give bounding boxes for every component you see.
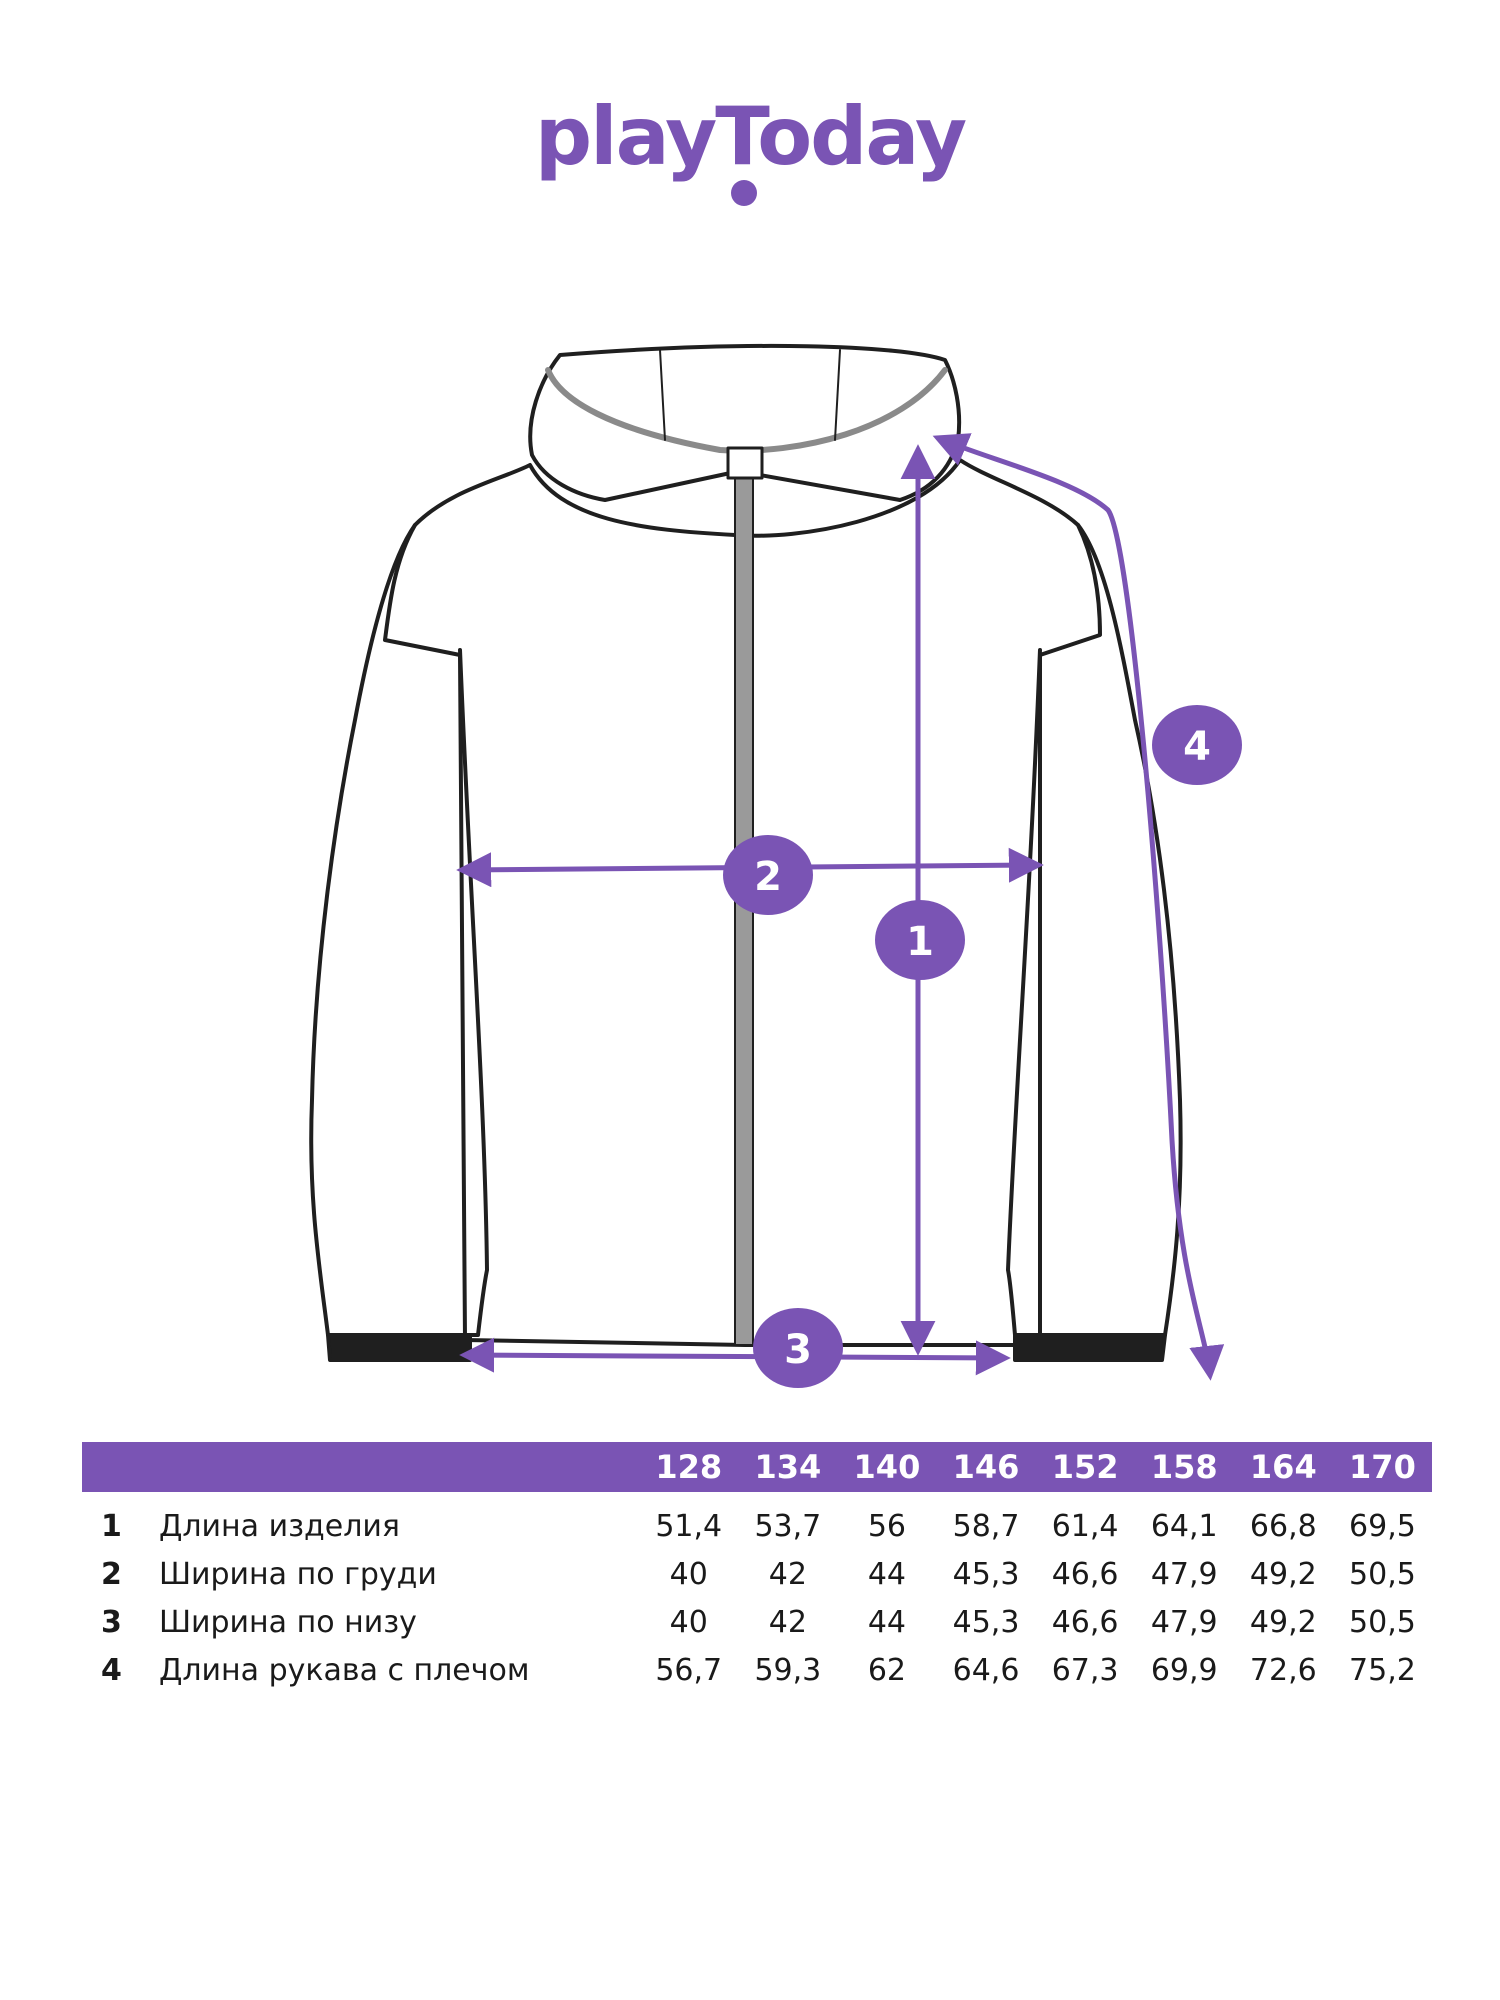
cell-value: 50,5 bbox=[1349, 1604, 1416, 1640]
marker-3: 3 bbox=[753, 1308, 843, 1388]
size-header-row: 128 134 140 146 152 158 164 170 bbox=[82, 1442, 1432, 1492]
cell-value: 53,7 bbox=[754, 1508, 822, 1544]
cell-value: 62 bbox=[867, 1652, 907, 1688]
cell-value: 45,3 bbox=[952, 1556, 1020, 1592]
table-row: 3 Ширина по низу 40 42 44 45,3 46,6 47,9… bbox=[82, 1598, 1432, 1646]
row-number: 2 bbox=[101, 1556, 122, 1592]
jacket-diagram: 1 2 3 4 bbox=[309, 343, 1242, 1388]
size-chart-table: 128 134 140 146 152 158 164 170 1 Длина … bbox=[82, 1442, 1432, 1694]
cell-value: 51,4 bbox=[655, 1508, 723, 1544]
cell-value: 69,5 bbox=[1349, 1508, 1416, 1544]
left-cuff bbox=[326, 1333, 472, 1362]
size-header: 140 bbox=[837, 1442, 937, 1492]
cell-value: 49,2 bbox=[1249, 1604, 1317, 1640]
marker-3-label: 3 bbox=[784, 1327, 812, 1373]
cell-value: 72,6 bbox=[1249, 1652, 1317, 1688]
cell-value: 42 bbox=[768, 1604, 807, 1640]
measurement-lines bbox=[456, 433, 1225, 1381]
zipper-pull bbox=[726, 446, 764, 480]
cell-value: 44 bbox=[867, 1604, 907, 1640]
table-row: 4 Длина рукава с плечом 56,7 59,3 62 64,… bbox=[82, 1646, 1432, 1694]
left-sleeve bbox=[309, 523, 489, 1337]
marker-2: 2 bbox=[723, 835, 813, 915]
cell-value: 58,7 bbox=[952, 1508, 1020, 1544]
marker-2-label: 2 bbox=[754, 854, 782, 900]
cell-value: 64,6 bbox=[952, 1652, 1020, 1688]
right-sleeve bbox=[1006, 523, 1183, 1337]
cell-value: 69,9 bbox=[1150, 1652, 1218, 1688]
row-label: Длина рукава с плечом bbox=[158, 1652, 530, 1688]
cell-value: 47,9 bbox=[1150, 1604, 1218, 1640]
header-blank bbox=[82, 1442, 141, 1492]
row-label: Ширина по низу bbox=[158, 1604, 417, 1640]
right-cuff bbox=[1013, 1333, 1167, 1362]
cell-value: 47,9 bbox=[1150, 1556, 1218, 1592]
cell-value: 66,8 bbox=[1249, 1508, 1317, 1544]
size-header: 170 bbox=[1332, 1442, 1432, 1492]
cell-value: 59,3 bbox=[754, 1652, 822, 1688]
cell-value: 56 bbox=[867, 1508, 907, 1544]
hood-rim bbox=[545, 367, 948, 454]
marker-1: 1 bbox=[875, 900, 965, 980]
cell-value: 49,2 bbox=[1249, 1556, 1317, 1592]
row-label: Ширина по груди bbox=[158, 1556, 437, 1592]
measure-line-3 bbox=[459, 1337, 1011, 1376]
size-header: 128 bbox=[639, 1442, 739, 1492]
logo-text: playToday bbox=[534, 90, 967, 183]
cell-value: 44 bbox=[867, 1556, 907, 1592]
size-header: 152 bbox=[1035, 1442, 1135, 1492]
cell-value: 46,6 bbox=[1051, 1556, 1119, 1592]
table-row: 2 Ширина по груди 40 42 44 45,3 46,6 47,… bbox=[82, 1550, 1432, 1598]
size-header: 134 bbox=[738, 1442, 838, 1492]
cell-value: 67,3 bbox=[1051, 1652, 1119, 1688]
row-number: 4 bbox=[101, 1652, 122, 1688]
measure-line-4 bbox=[932, 433, 1225, 1381]
cell-value: 45,3 bbox=[952, 1604, 1020, 1640]
size-header: 164 bbox=[1233, 1442, 1333, 1492]
marker-4-label: 4 bbox=[1183, 724, 1211, 770]
logo-dot bbox=[731, 180, 757, 206]
marker-4: 4 bbox=[1152, 705, 1242, 785]
cell-value: 64,1 bbox=[1150, 1508, 1218, 1544]
cell-value: 61,4 bbox=[1051, 1508, 1119, 1544]
row-number: 3 bbox=[101, 1604, 122, 1640]
header-blank-label bbox=[140, 1442, 640, 1492]
cell-value: 42 bbox=[768, 1556, 807, 1592]
hood-seam bbox=[659, 349, 841, 441]
cell-value: 50,5 bbox=[1349, 1556, 1416, 1592]
table-row: 1 Длина изделия 51,4 53,7 56 58,7 61,4 6… bbox=[82, 1492, 1432, 1550]
cell-value: 40 bbox=[669, 1556, 708, 1592]
cell-value: 46,6 bbox=[1051, 1604, 1119, 1640]
size-header: 146 bbox=[936, 1442, 1036, 1492]
cell-value: 40 bbox=[669, 1604, 708, 1640]
row-number: 1 bbox=[101, 1508, 122, 1544]
cell-value: 56,7 bbox=[655, 1652, 723, 1688]
cell-value: 75,2 bbox=[1349, 1652, 1416, 1688]
marker-1-label: 1 bbox=[906, 919, 934, 965]
row-label: Длина изделия bbox=[158, 1508, 400, 1544]
size-header: 158 bbox=[1134, 1442, 1234, 1492]
brand-logo: playToday bbox=[0, 90, 1500, 183]
